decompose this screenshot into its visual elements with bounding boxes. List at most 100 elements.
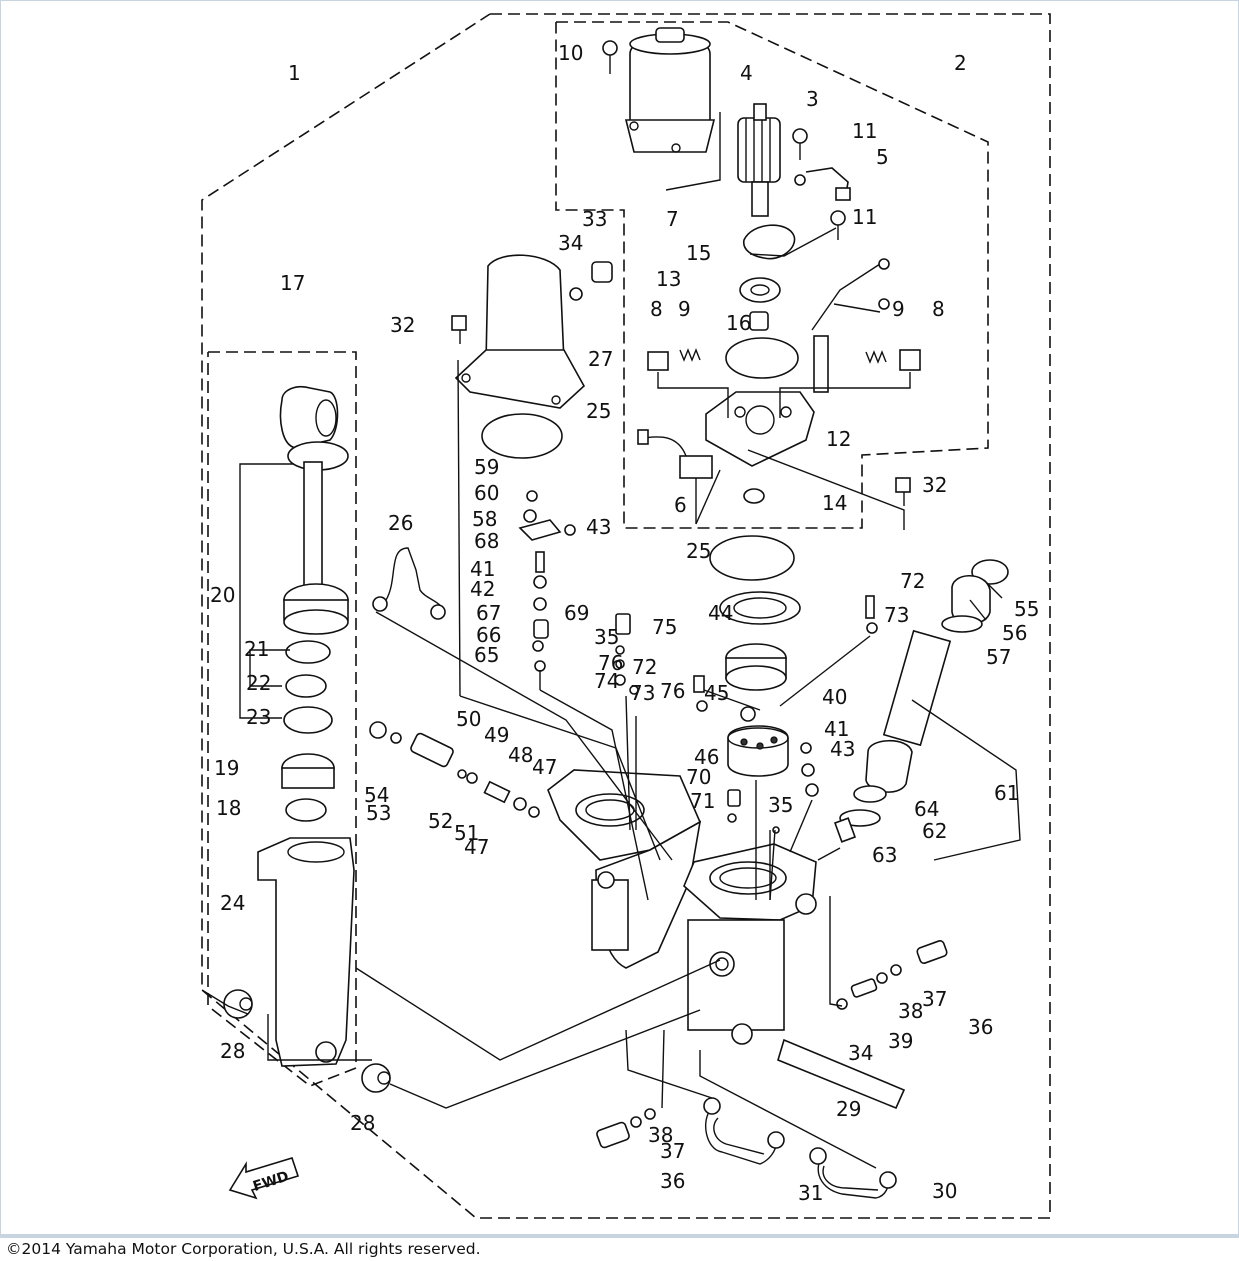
callout-label-8: 8 [650,297,663,321]
callout-label-41: 41 [824,717,849,741]
callout-label-69: 69 [564,601,589,625]
callout-label-24: 24 [220,891,245,915]
callout-label-28: 28 [350,1111,375,1135]
callout-label-8: 8 [932,297,945,321]
callout-label-21: 21 [244,637,269,661]
callout-label-25: 25 [586,399,611,423]
callout-label-32: 32 [922,473,947,497]
callout-label-64: 64 [914,797,939,821]
callout-label-22: 22 [246,671,271,695]
callout-label-20: 20 [210,583,235,607]
callout-label-42: 42 [470,577,495,601]
callout-label-16: 16 [726,311,751,335]
callout-label-72: 72 [632,655,657,679]
callout-label-67: 67 [476,601,501,625]
callout-label-4: 4 [740,61,753,85]
callout-label-40: 40 [822,685,847,709]
callout-label-31: 31 [798,1181,823,1205]
callout-label-55: 55 [1014,597,1039,621]
callout-label-52: 52 [428,809,453,833]
callout-label-47: 47 [532,755,557,779]
callout-label-15: 15 [686,241,711,265]
callout-label-3: 3 [806,87,819,111]
reservoir-assembly [451,254,911,506]
callout-label-9: 9 [678,297,691,321]
callout-label-2: 2 [954,51,967,75]
assembly-outline-group [201,13,1051,1219]
callout-label-18: 18 [216,796,241,820]
callout-label-70: 70 [686,765,711,789]
callout-label-72: 72 [900,569,925,593]
callout-label-34: 34 [558,231,583,255]
callout-label-61: 61 [994,781,1019,805]
callout-label-60: 60 [474,481,499,505]
callout-label-71: 71 [690,789,715,813]
frame-bottom-strip [0,1234,1239,1237]
callout-label-66: 66 [476,623,501,647]
fwd-arrow-icon: FWD [228,1157,300,1200]
callout-label-47: 47 [464,835,489,859]
callout-label-19: 19 [214,756,239,780]
callout-label-11: 11 [852,205,877,229]
callout-label-41: 41 [470,557,495,581]
callout-label-33: 33 [582,207,607,231]
callout-label-28: 28 [220,1039,245,1063]
callout-label-38: 38 [898,999,923,1023]
callout-label-73: 73 [630,681,655,705]
tilt-cylinder-assembly [223,385,391,1093]
callout-label-37: 37 [660,1139,685,1163]
callout-label-26: 26 [388,511,413,535]
callout-label-35: 35 [768,793,793,817]
callout-label-12: 12 [826,427,851,451]
callout-label-56: 56 [1002,621,1027,645]
callout-label-76: 76 [660,679,685,703]
callout-label-9: 9 [892,297,905,321]
callout-label-74: 74 [594,669,619,693]
callout-label-49: 49 [484,723,509,747]
motor-assembly [602,27,851,331]
callout-label-43: 43 [586,515,611,539]
callout-label-62: 62 [922,819,947,843]
callout-label-29: 29 [836,1097,861,1121]
callout-label-44: 44 [708,601,733,625]
callout-label-10: 10 [558,41,583,65]
callout-label-17: 17 [280,271,305,295]
callout-label-13: 13 [656,267,681,291]
parts-exploded-diagram: FWD 123456788991011111213141516171819202… [201,13,1051,1219]
callout-label-39: 39 [888,1029,913,1053]
callout-label-76: 76 [598,651,623,675]
callout-label-27: 27 [588,347,613,371]
callout-label-38: 38 [648,1123,673,1147]
callout-label-73: 73 [884,603,909,627]
callout-label-45: 45 [704,681,729,705]
callout-label-35: 35 [594,625,619,649]
callout-label-32: 32 [390,313,415,337]
callout-label-6: 6 [674,493,687,517]
callout-label-57: 57 [986,645,1011,669]
callout-label-43: 43 [830,737,855,761]
callout-label-36: 36 [660,1169,685,1193]
callout-label-37: 37 [922,987,947,1011]
callout-label-1: 1 [288,61,301,85]
callout-label-14: 14 [822,491,847,515]
callout-label-65: 65 [474,643,499,667]
callout-label-23: 23 [246,705,271,729]
pump-assembly [637,258,921,530]
callout-label-5: 5 [876,145,889,169]
callout-label-68: 68 [474,529,499,553]
callout-label-25: 25 [686,539,711,563]
callout-label-51: 51 [454,821,479,845]
callout-label-58: 58 [472,507,497,531]
callout-label-75: 75 [652,615,677,639]
copyright-notice: ©2014 Yamaha Motor Corporation, U.S.A. A… [6,1240,481,1258]
callout-label-48: 48 [508,743,533,767]
leader-lines [201,359,1021,1169]
callout-label-11: 11 [852,119,877,143]
callout-label-30: 30 [932,1179,957,1203]
callout-label-36: 36 [968,1015,993,1039]
callout-label-59: 59 [474,455,499,479]
callout-label-50: 50 [456,707,481,731]
callout-label-54: 54 [364,783,389,807]
callout-label-46: 46 [694,745,719,769]
